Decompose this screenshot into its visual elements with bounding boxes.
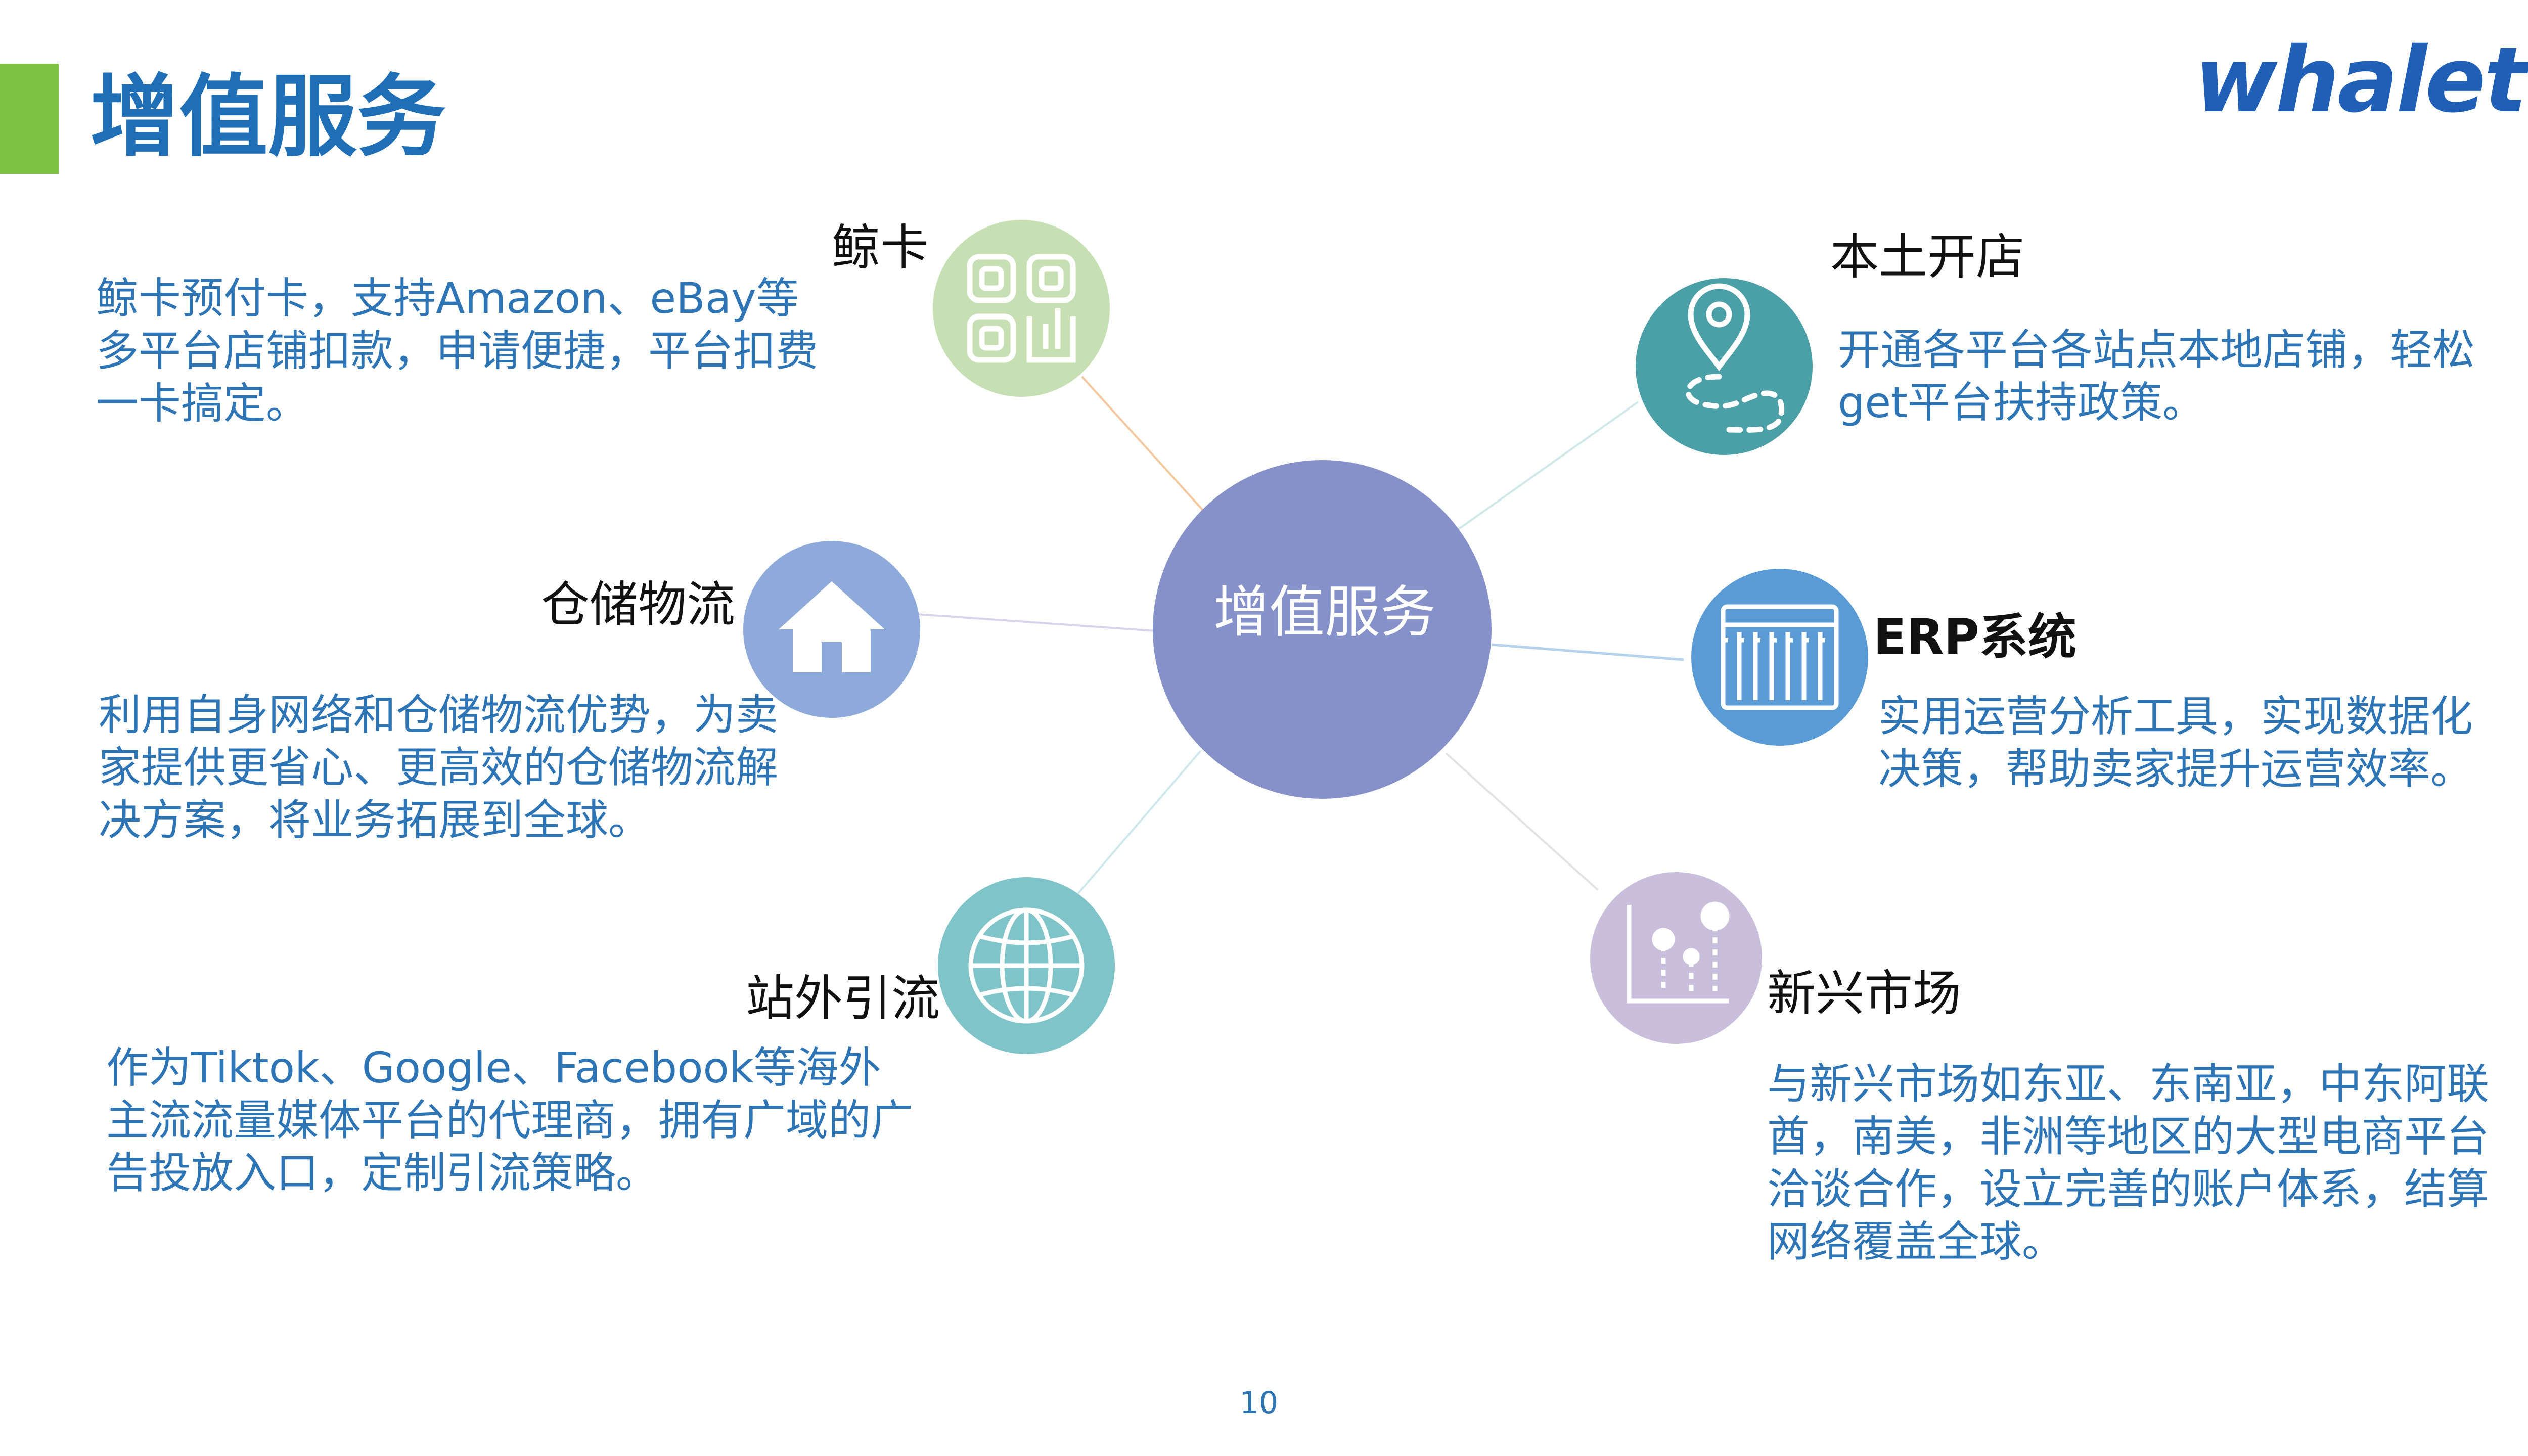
service-desc-emerging-markets: 与新兴市场如东亚、东南亚，中东阿联酋，南美，非洲等地区的大型电商平台洽谈合作，设…: [1767, 1059, 2490, 1266]
house-icon: [779, 581, 885, 672]
globe-icon: [968, 907, 1085, 1024]
center-node: [1153, 460, 1492, 799]
whalet-logo: whalet: [2194, 28, 2527, 132]
connector-emerging: [1445, 752, 1599, 891]
connector-erp: [1491, 643, 1684, 661]
node-local-store: [1636, 278, 1813, 455]
qr-code-icon: [967, 254, 1076, 363]
node-whale-card: [933, 220, 1110, 397]
service-desc-warehouse-logistics: 利用自身网络和仓储物流优势，为卖家提供更省心、更高效的仓储物流解决方案，将业务拓…: [99, 690, 779, 845]
map-pin-route-icon: [1685, 283, 1785, 433]
title-accent-bar: [0, 64, 59, 174]
service-desc-erp: 实用运营分析工具，实现数据化决策，帮助卖家提升运营效率。: [1878, 692, 2473, 794]
connector-offsite: [1076, 750, 1202, 896]
page-number: 10: [1239, 1385, 1279, 1421]
service-desc-local-store: 开通各平台各站点本地店铺，轻松get平台扶持政策。: [1838, 325, 2475, 427]
connector-local-store: [1455, 401, 1639, 532]
service-title-offsite-traffic: 站外引流: [746, 970, 940, 1027]
service-title-warehouse-logistics: 仓储物流: [541, 576, 735, 633]
service-title-erp: ERP系统: [1873, 609, 2076, 665]
node-warehouse-logistics: [743, 541, 920, 718]
connector-whale-card: [1081, 376, 1204, 512]
service-desc-whale-card: 鲸卡预付卡，支持Amazon、eBay等多平台店铺扣款，申请便捷，平台扣费一卡搞…: [96, 274, 819, 428]
node-emerging-markets: [1590, 872, 1762, 1044]
node-erp: [1691, 569, 1868, 746]
connector-warehouse: [917, 613, 1156, 632]
service-title-local-store: 本土开店: [1830, 229, 2024, 285]
service-title-whale-card: 鲸卡: [832, 219, 929, 276]
node-offsite-traffic: [938, 877, 1115, 1054]
service-desc-offsite-traffic: 作为Tiktok、Google、Facebook等海外主流流量媒体平台的代理商，…: [106, 1043, 914, 1198]
page-title: 增值服务: [90, 65, 446, 169]
service-title-emerging-markets: 新兴市场: [1767, 965, 1961, 1022]
server-rack-icon: [1721, 604, 1839, 710]
center-node-label: 增值服务: [1213, 580, 1436, 645]
chart-pins-icon: [1627, 901, 1730, 1004]
